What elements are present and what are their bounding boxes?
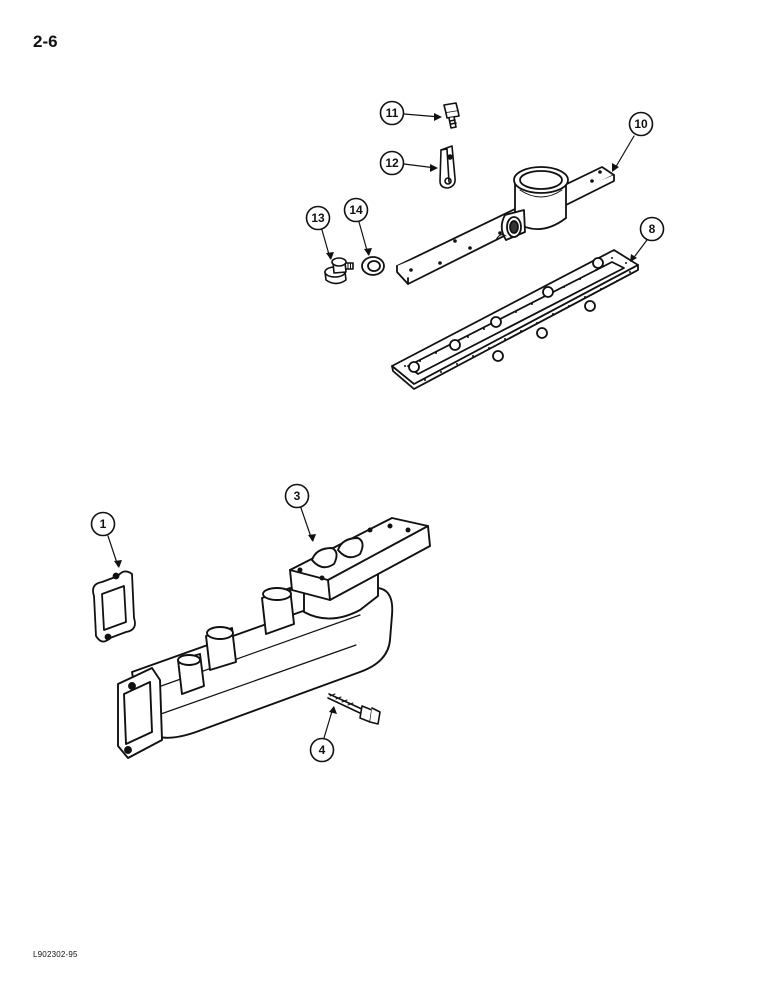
callout-13: 13 bbox=[305, 205, 331, 231]
callout-1-label: 1 bbox=[100, 517, 107, 531]
part-3-exhaust-manifold bbox=[117, 517, 431, 759]
callout-10-label: 10 bbox=[634, 117, 648, 131]
part-8-gasket bbox=[391, 249, 639, 390]
part-11-bolt bbox=[443, 102, 460, 129]
callout-4-label: 4 bbox=[319, 743, 326, 757]
part-10-cover-plate bbox=[396, 166, 615, 285]
part-14-washer bbox=[361, 256, 385, 276]
callout-14-label: 14 bbox=[349, 203, 363, 217]
callout-1: 1 bbox=[90, 511, 116, 537]
callout-3-label: 3 bbox=[294, 489, 301, 503]
callout-8: 8 bbox=[639, 216, 665, 242]
callout-12: 12 bbox=[379, 150, 405, 176]
callout-11: 11 bbox=[379, 100, 405, 126]
page-number: 2-6 bbox=[33, 32, 58, 51]
callout-13-label: 13 bbox=[311, 211, 325, 225]
callout-11-label: 11 bbox=[386, 106, 399, 120]
figure-code: L902302-95 bbox=[33, 950, 78, 959]
callout-8-label: 8 bbox=[649, 222, 656, 236]
part-4-bolt bbox=[327, 693, 381, 725]
part-1-gasket bbox=[92, 570, 136, 643]
callout-leaders bbox=[107, 113, 648, 739]
callout-3: 3 bbox=[284, 483, 310, 509]
callout-10: 10 bbox=[628, 111, 654, 137]
callout-14: 14 bbox=[343, 197, 369, 223]
part-12-bracket bbox=[439, 145, 456, 189]
part-13-plug bbox=[324, 257, 354, 285]
callout-12-label: 12 bbox=[385, 156, 399, 170]
callout-4: 4 bbox=[309, 737, 335, 763]
